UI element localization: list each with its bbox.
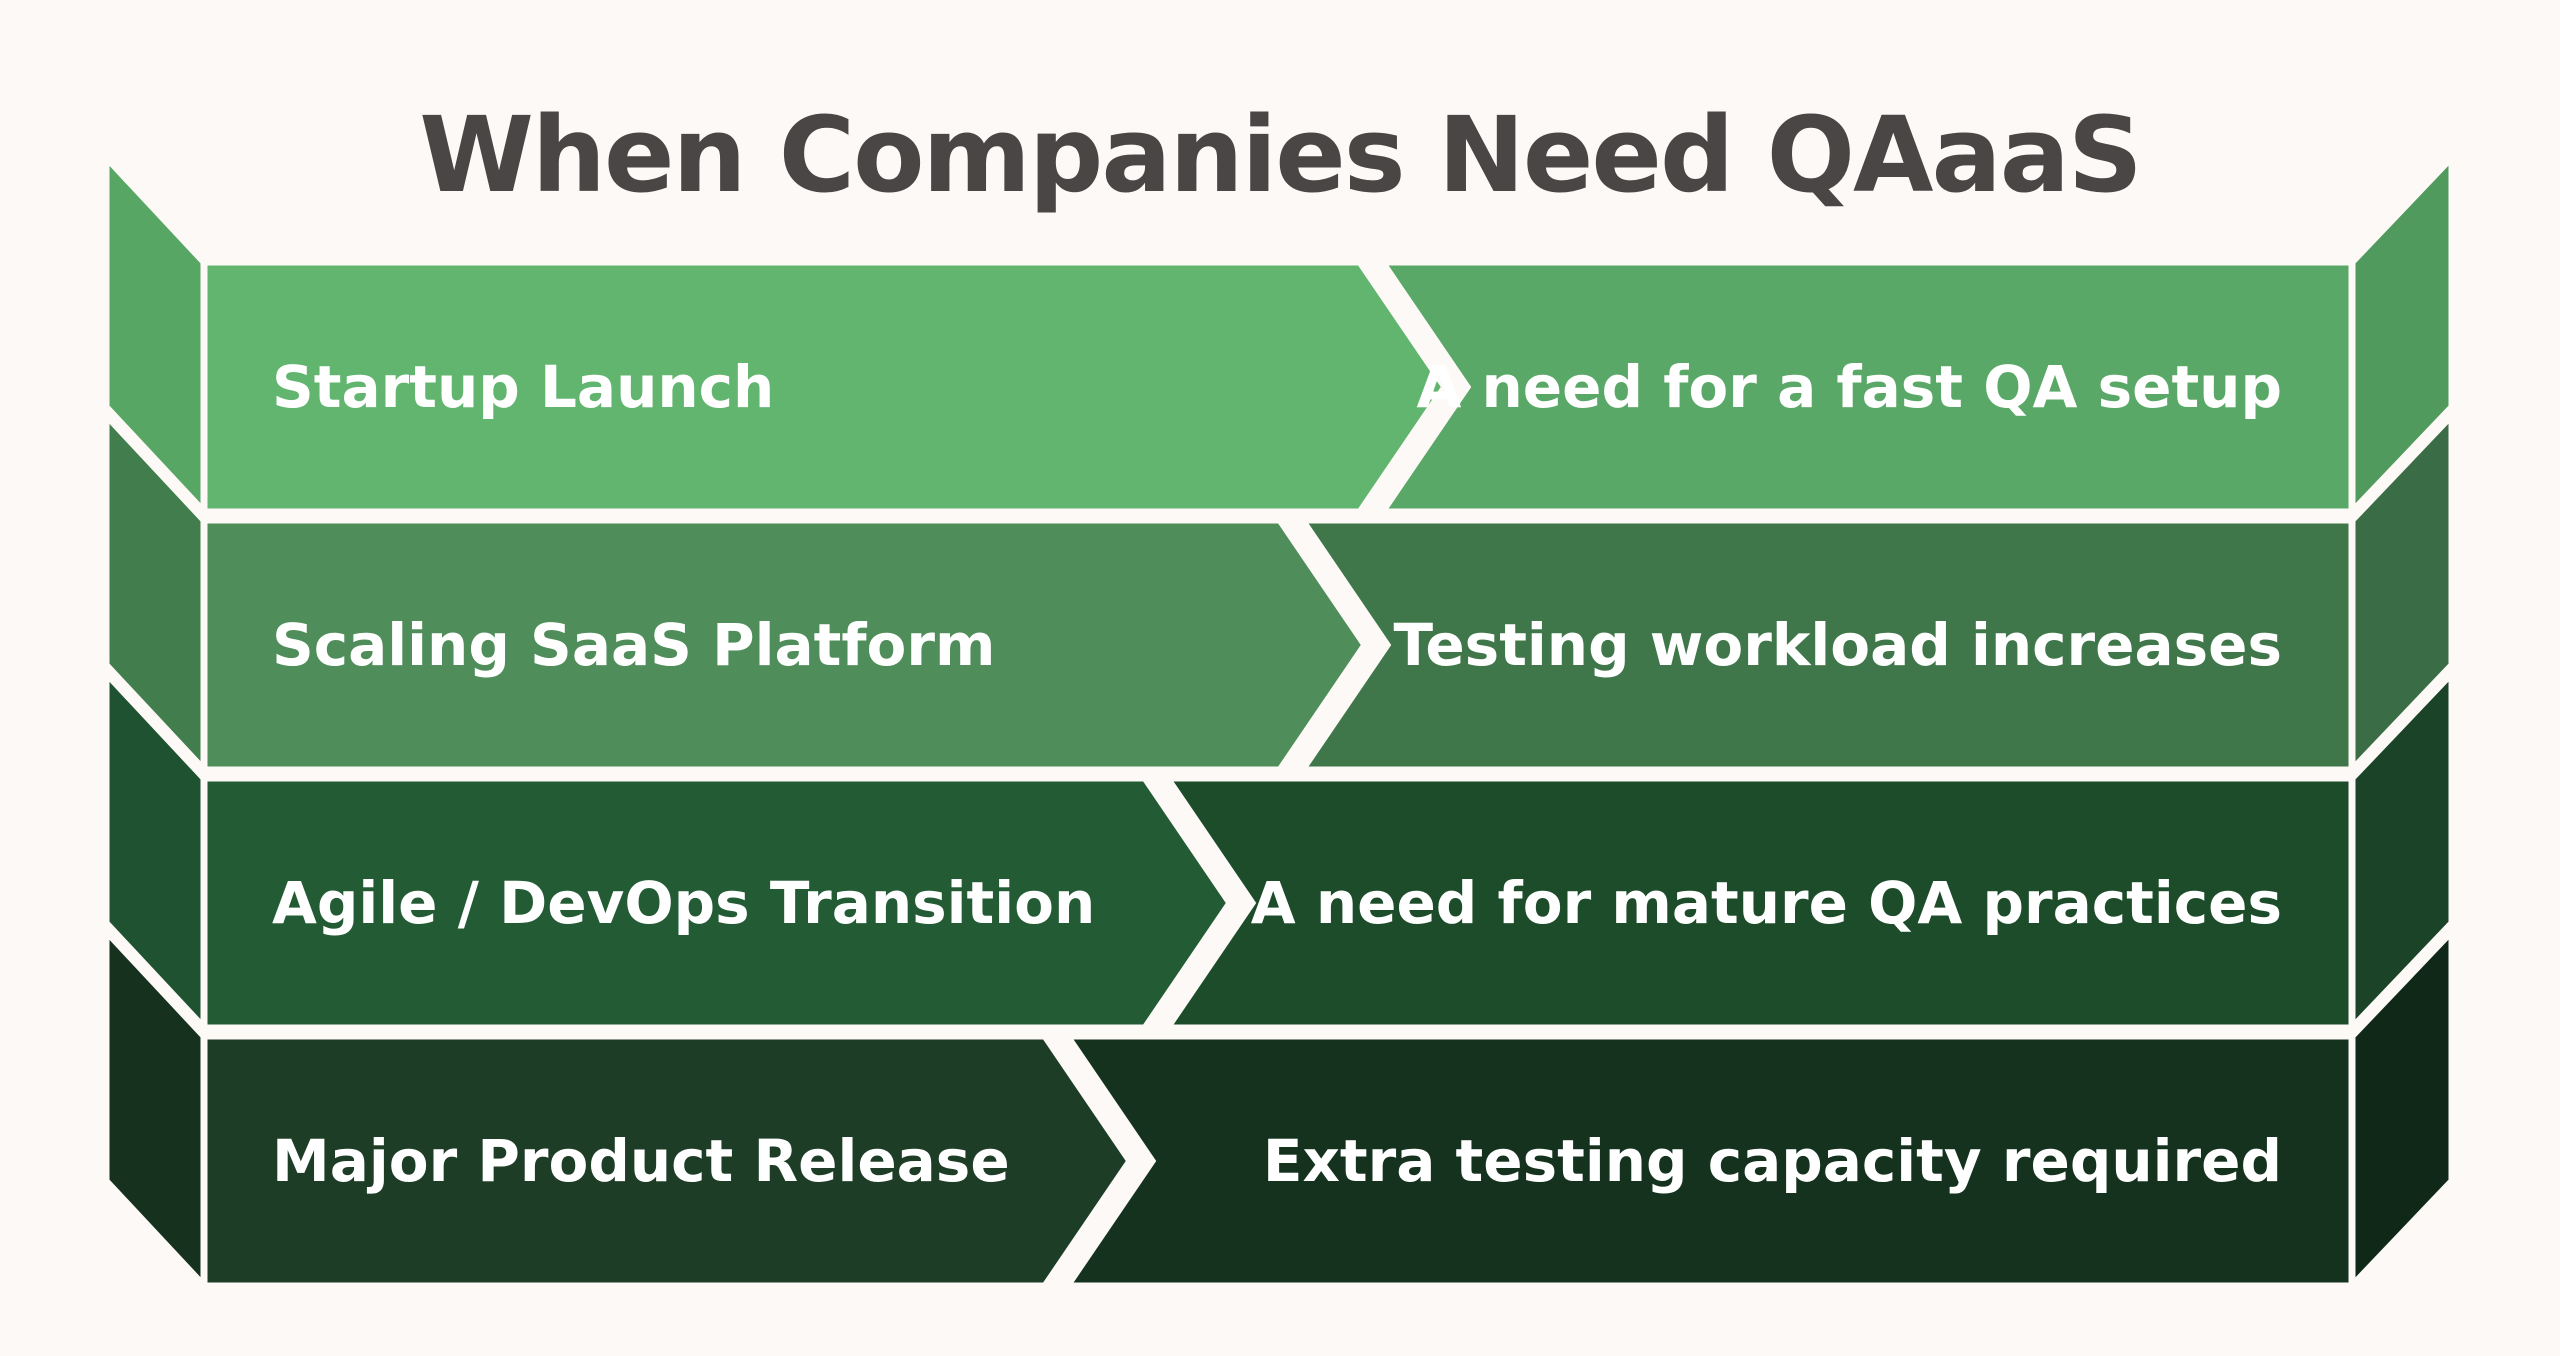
band-right-segment <box>1060 1032 2356 1290</box>
row-left-label: Major Product Release <box>272 1127 1010 1195</box>
band-right-segment <box>1160 774 2356 1032</box>
page-title: When Companies Need QAaaS <box>419 94 2143 216</box>
band-left-segment <box>200 258 1450 516</box>
side-panels <box>102 148 2456 1295</box>
band-left-segment <box>200 516 1370 774</box>
row-left-label: Startup Launch <box>272 353 774 421</box>
row-right-label: A need for a fast QA setup <box>1416 353 2282 421</box>
row-left-label: Agile / DevOps Transition <box>272 869 1095 937</box>
band-right-segment <box>1375 258 2356 516</box>
row-labels: Startup Launch A need for a fast QA setup… <box>272 353 2282 1195</box>
band-right-segment <box>1295 516 2356 774</box>
band-left-segment <box>200 1032 1135 1290</box>
band-left-segment <box>200 774 1235 1032</box>
row-bands <box>200 258 2356 1290</box>
row-right-label: Testing workload increases <box>1393 611 2282 679</box>
row-right-label: Extra testing capacity required <box>1263 1127 2282 1195</box>
row-left-label: Scaling SaaS Platform <box>272 611 995 679</box>
row-right-label: A need for mature QA practices <box>1251 869 2282 937</box>
